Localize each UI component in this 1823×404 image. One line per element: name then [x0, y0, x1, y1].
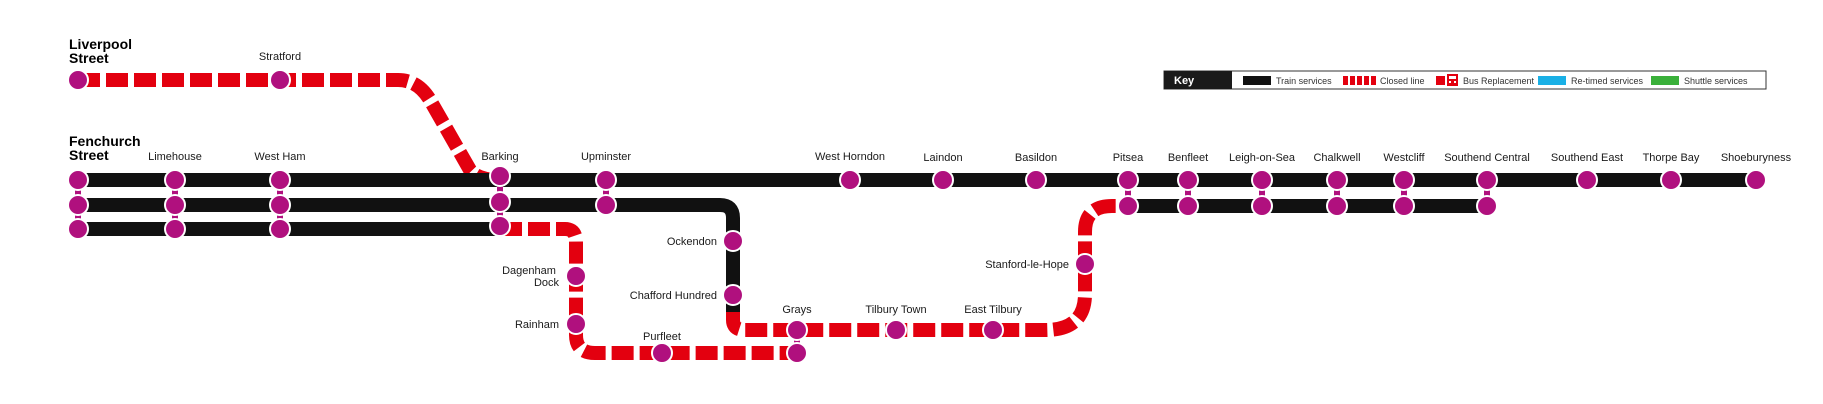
- station-label-west-ham: West Ham: [254, 151, 305, 163]
- station-label-barking: Barking: [481, 151, 518, 163]
- station-dot-westcliff[interactable]: [1393, 195, 1415, 217]
- station-dot-leigh-on-sea[interactable]: [1251, 195, 1273, 217]
- station-dot-benfleet[interactable]: [1177, 195, 1199, 217]
- station-dot-west-ham[interactable]: [269, 218, 291, 240]
- map-key: Key Train services Closed line Bus Repla…: [1163, 70, 1767, 90]
- station-label-chafford-hundred: Chafford Hundred: [630, 290, 717, 302]
- station-dot-thorpe-bay[interactable]: [1660, 169, 1682, 191]
- station-label-tilbury-town: Tilbury Town: [865, 304, 926, 316]
- station-label-stratford: Stratford: [259, 51, 301, 63]
- station-dot-west-horndon[interactable]: [839, 169, 861, 191]
- station-label-dagenham-dock: Dagenham Dock: [502, 265, 559, 289]
- station-dot-purfleet[interactable]: [651, 342, 673, 364]
- station-dot-rainham[interactable]: [565, 313, 587, 335]
- key-swatch-closed: [1343, 76, 1376, 85]
- station-label-basildon: Basildon: [1015, 152, 1057, 164]
- key-label-train-services: Train services: [1276, 76, 1332, 86]
- station-dots: [67, 69, 1767, 364]
- train-line-fenchurch-to-chafford: [78, 198, 740, 312]
- station-label-limehouse: Limehouse: [148, 151, 202, 163]
- terminus-label-liverpool-street: Liverpool Street: [69, 36, 136, 66]
- station-dot-barking[interactable]: [489, 191, 511, 213]
- key-swatch-retimed: [1538, 76, 1566, 85]
- station-dot-leigh-on-sea[interactable]: [1251, 169, 1273, 191]
- station-dot-upminster[interactable]: [595, 194, 617, 216]
- bus-icon: [1447, 74, 1458, 86]
- key-label-shuttle-services: Shuttle services: [1684, 76, 1748, 86]
- station-dot-pitsea[interactable]: [1117, 169, 1139, 191]
- station-label-stanford-le-hope: Stanford-le-Hope: [985, 259, 1069, 271]
- station-label-purfleet: Purfleet: [643, 331, 681, 343]
- station-dot-barking[interactable]: [489, 215, 511, 237]
- station-dot-upminster[interactable]: [595, 169, 617, 191]
- station-dot-southend-central[interactable]: [1476, 195, 1498, 217]
- station-dot-grays[interactable]: [786, 342, 808, 364]
- station-label-thorpe-bay: Thorpe Bay: [1643, 152, 1700, 164]
- station-dot-limehouse[interactable]: [164, 218, 186, 240]
- station-dot-southend-central[interactable]: [1476, 169, 1498, 191]
- station-label-ockendon: Ockendon: [667, 236, 717, 248]
- station-dot-west-ham[interactable]: [269, 194, 291, 216]
- station-dot-tilbury-town[interactable]: [885, 319, 907, 341]
- station-dot-dagenham-dock[interactable]: [565, 265, 587, 287]
- station-label-pitsea: Pitsea: [1113, 152, 1144, 164]
- station-dot-fenchurch-street[interactable]: [67, 194, 89, 216]
- station-label-benfleet: Benfleet: [1168, 152, 1208, 164]
- key-title-box: [1164, 71, 1232, 89]
- station-label-southend-central: Southend Central: [1444, 152, 1530, 164]
- station-label-leigh-on-sea: Leigh-on-Sea: [1229, 152, 1296, 164]
- station-dot-limehouse[interactable]: [164, 194, 186, 216]
- station-dot-shoeburyness[interactable]: [1745, 169, 1767, 191]
- station-dot-ockendon[interactable]: [722, 230, 744, 252]
- station-dot-east-tilbury[interactable]: [982, 319, 1004, 341]
- station-dot-fenchurch-street[interactable]: [67, 218, 89, 240]
- station-dot-grays[interactable]: [786, 319, 808, 341]
- key-label-bus-replacement: Bus Replacement: [1463, 76, 1535, 86]
- station-dot-west-ham[interactable]: [269, 169, 291, 191]
- closed-line-barking-to-purfleet-loop: [500, 222, 800, 360]
- station-dot-limehouse[interactable]: [164, 169, 186, 191]
- key-title: Key: [1174, 75, 1195, 87]
- station-dot-stratford[interactable]: [269, 69, 291, 91]
- station-dot-chafford-hundred[interactable]: [722, 284, 744, 306]
- station-label-rainham: Rainham: [515, 319, 559, 331]
- station-dot-stanford-le-hope[interactable]: [1074, 253, 1096, 275]
- station-dot-benfleet[interactable]: [1177, 169, 1199, 191]
- key-label-retimed-services: Re-timed services: [1571, 76, 1644, 86]
- station-label-upminster: Upminster: [581, 151, 631, 163]
- station-dot-southend-east[interactable]: [1576, 169, 1598, 191]
- station-label-shoeburyness: Shoeburyness: [1721, 152, 1792, 164]
- station-label-chalkwell: Chalkwell: [1313, 152, 1360, 164]
- station-dot-westcliff[interactable]: [1393, 169, 1415, 191]
- key-label-closed-line: Closed line: [1380, 76, 1425, 86]
- station-dot-fenchurch-street[interactable]: [67, 169, 89, 191]
- station-label-grays: Grays: [782, 304, 812, 316]
- station-label-west-horndon: West Horndon: [815, 151, 885, 163]
- station-label-east-tilbury: East Tilbury: [964, 304, 1022, 316]
- terminus-label-fenchurch-street: Fenchurch Street: [69, 133, 144, 163]
- station-dot-chalkwell[interactable]: [1326, 169, 1348, 191]
- closed-line-liverpool-street-to-barking: [78, 73, 501, 187]
- station-dot-basildon[interactable]: [1025, 169, 1047, 191]
- station-label-southend-east: Southend East: [1551, 152, 1623, 164]
- station-dot-chalkwell[interactable]: [1326, 195, 1348, 217]
- key-swatch-bus-replacement: [1436, 74, 1458, 86]
- key-swatch-train: [1243, 76, 1271, 85]
- station-label-westcliff: Westcliff: [1383, 152, 1425, 164]
- station-dot-liverpool-street[interactable]: [67, 69, 89, 91]
- station-dot-pitsea[interactable]: [1117, 195, 1139, 217]
- station-dot-barking[interactable]: [489, 165, 511, 187]
- train-lines: [78, 173, 1756, 312]
- station-labels: Stratford Limehouse West Ham Barking Upm…: [148, 51, 1792, 343]
- station-label-laindon: Laindon: [923, 152, 962, 164]
- closed-line-chafford-to-stanford: [726, 199, 1128, 337]
- key-swatch-shuttle: [1651, 76, 1679, 85]
- station-dot-laindon[interactable]: [932, 169, 954, 191]
